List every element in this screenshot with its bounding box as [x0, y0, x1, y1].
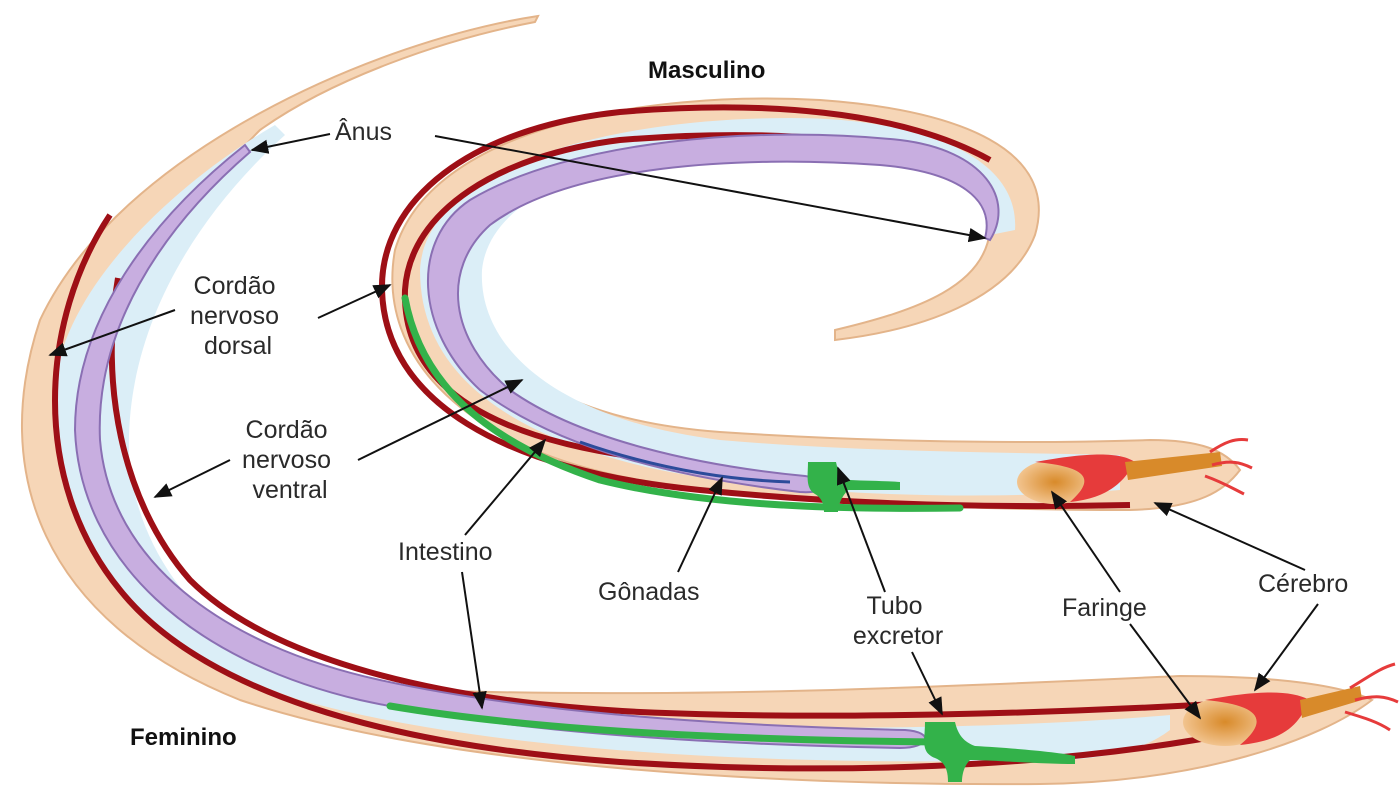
label-gonads: Gônadas: [598, 578, 699, 606]
male-ventral-nerve-cord: [405, 135, 935, 460]
label-pharynx: Faringe: [1062, 594, 1147, 622]
arrow-ventral-cord-female: [155, 460, 230, 497]
arrow-brain-female: [1255, 604, 1318, 690]
label-excretory-tube: Tubo excretor: [853, 592, 943, 650]
label-anus: Ânus: [335, 117, 392, 146]
arrow-dorsal-cord-male: [318, 285, 390, 318]
male-worm: [382, 99, 1252, 512]
male-title: Masculino: [648, 57, 765, 84]
arrow-intestine-male: [465, 440, 545, 535]
label-intestine: Intestino: [398, 538, 493, 566]
label-brain: Cérebro: [1258, 570, 1348, 598]
label-ventral-cord: Cordão nervoso ventral: [242, 416, 338, 504]
arrow-intestine-female: [462, 572, 482, 708]
label-dorsal-cord: Cordão nervoso dorsal: [190, 272, 286, 360]
female-title: Feminino: [130, 724, 237, 751]
arrow-brain-male: [1155, 503, 1305, 570]
